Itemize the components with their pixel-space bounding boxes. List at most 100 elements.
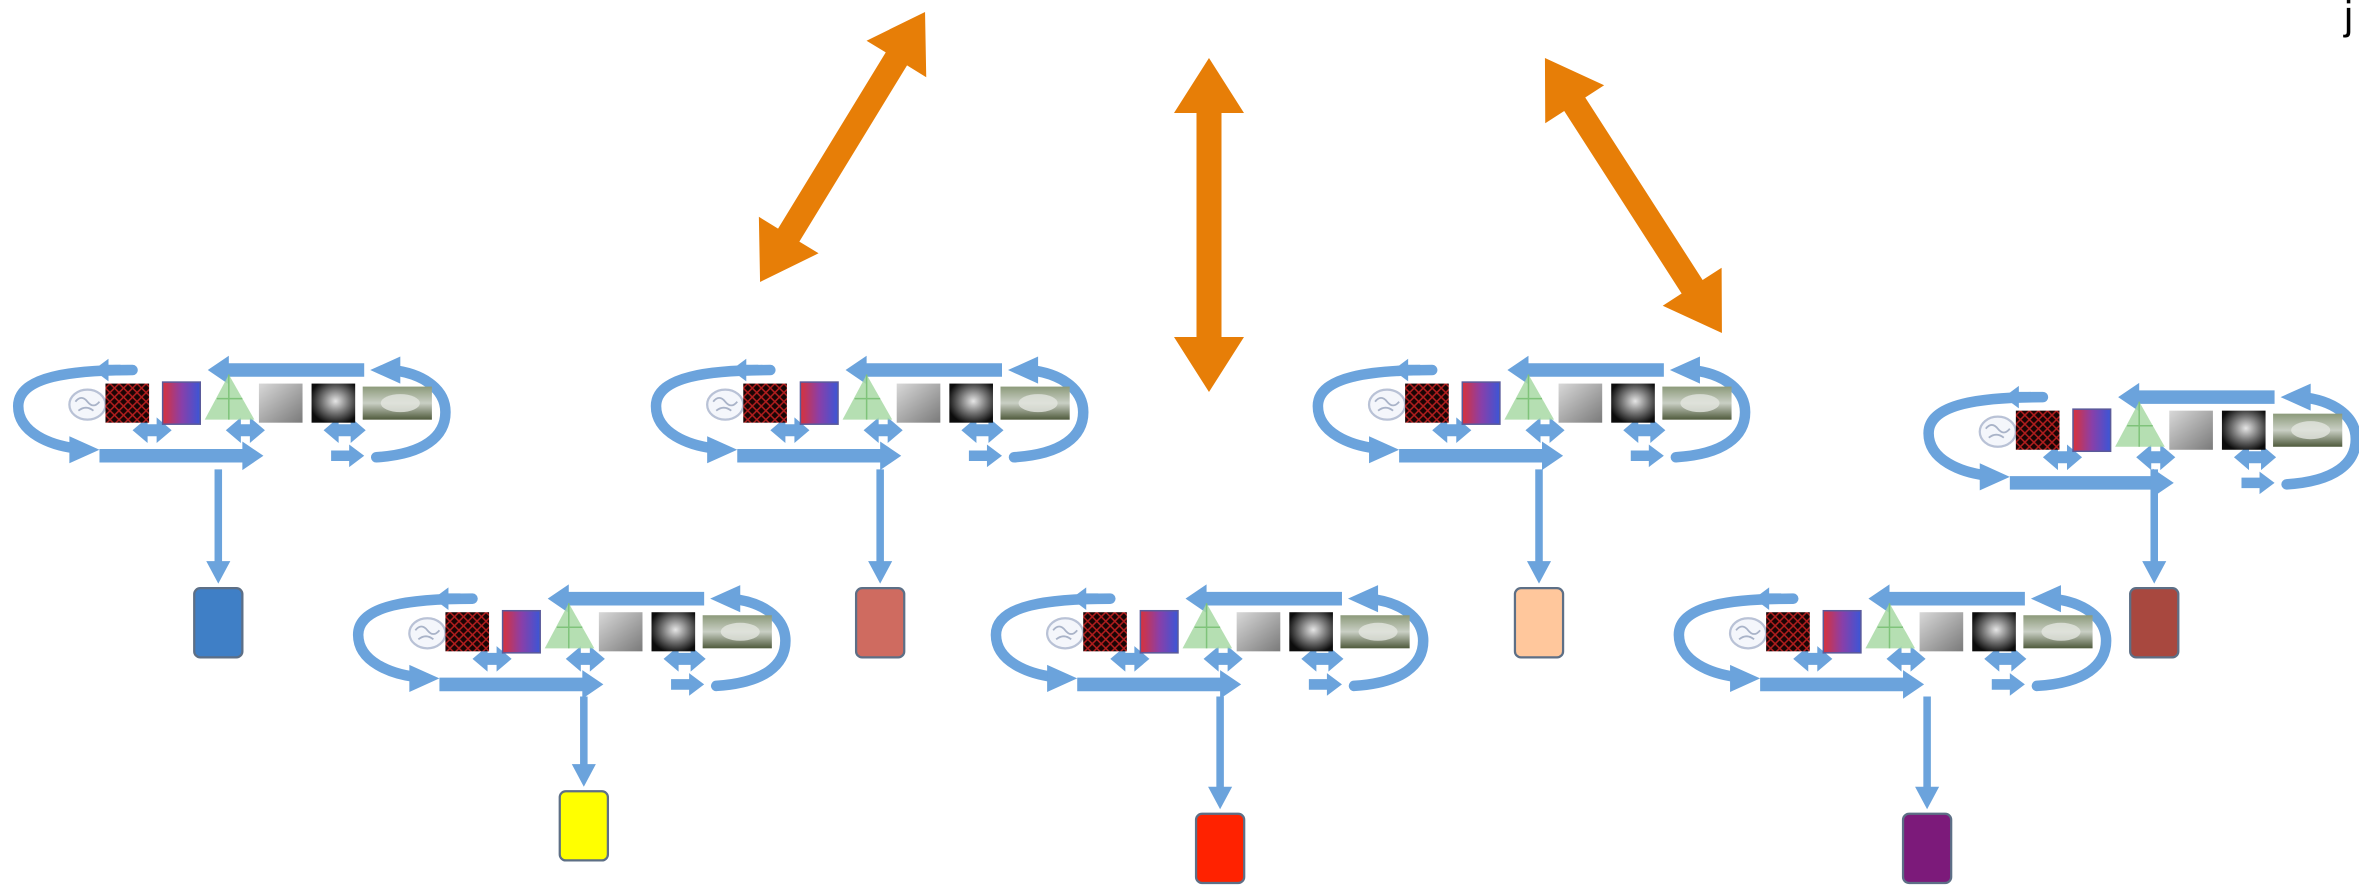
left-loop-arrowhead — [1979, 463, 2010, 491]
bottom-small-arrow — [968, 444, 1003, 468]
stage-link-arrow — [1793, 646, 1833, 672]
top-feedback-arrow — [207, 355, 365, 385]
output-box — [1901, 812, 1953, 885]
red-mesh-icon — [1766, 612, 1810, 652]
right-loop-curve — [2031, 593, 2112, 692]
bottom-small-arrow — [671, 673, 705, 696]
right-loop-curve — [1348, 593, 1429, 692]
top-feedback-arrow — [2118, 382, 2275, 412]
gray-scan-icon — [1919, 612, 1964, 652]
output-box — [1513, 587, 1565, 659]
right-loop-arrowhead — [2030, 585, 2061, 613]
left-loop-arrowhead — [707, 436, 738, 464]
red-mesh-icon — [1405, 383, 1449, 423]
bottom-small-arrow — [1991, 673, 2025, 696]
landscape-photo-icon — [1000, 386, 1070, 420]
top-feedback-arrow — [1868, 584, 2025, 613]
red-blue-volume-icon — [161, 381, 201, 425]
bottom-small-arrow — [2241, 471, 2275, 495]
stage-link-arrow — [1886, 646, 1926, 672]
stage-icons — [1367, 374, 1732, 425]
brain-sketch-icon — [68, 388, 107, 421]
landscape-photo-icon — [702, 615, 772, 649]
green-triangle-mesh-icon — [842, 374, 893, 420]
right-loop-curve — [1670, 364, 1751, 463]
landscape-photo-icon — [1340, 615, 1410, 649]
bottom-small-arrow — [1308, 673, 1342, 696]
right-loop-curve — [1008, 364, 1089, 463]
red-mesh-icon — [2015, 410, 2060, 450]
stage-link-arrow — [2233, 444, 2277, 471]
stage-link-arrow — [1301, 646, 1344, 672]
top-small-arrow — [2003, 385, 2031, 409]
bottom-forward-arrow — [737, 441, 902, 471]
output-1 — [193, 469, 244, 659]
left-loop-curve — [1312, 364, 1438, 454]
gray-scan-icon — [1236, 612, 1281, 652]
output-3 — [854, 469, 906, 659]
brain-sketch-icon — [1978, 415, 2017, 448]
right-loop-arrowhead — [2280, 383, 2311, 411]
red-mesh-icon — [445, 612, 490, 652]
exchange-arrow-3 — [1544, 58, 1722, 334]
top-feedback-arrow — [1185, 584, 1342, 613]
dark-scan-icon — [1972, 612, 2016, 652]
right-loop-curve — [710, 593, 791, 692]
red-blue-volume-icon — [501, 609, 541, 654]
brain-sketch-icon — [1045, 617, 1085, 650]
stage-link-arrow — [663, 646, 706, 672]
brain-sketch-icon — [1367, 388, 1407, 421]
right-loop-arrowhead — [1347, 585, 1379, 613]
top-small-arrow — [93, 358, 121, 382]
red-blue-volume-icon — [1461, 381, 1501, 425]
dark-scan-icon — [2221, 410, 2266, 450]
pipeline-3 — [650, 355, 1089, 471]
gray-scan-icon — [1558, 383, 1603, 423]
green-triangle-mesh-icon — [1182, 603, 1233, 649]
output-arrow — [1526, 469, 1552, 584]
left-loop-arrowhead — [409, 664, 440, 692]
output-arrow — [206, 469, 231, 584]
left-loop-curve — [990, 593, 1116, 683]
output-7 — [2129, 469, 2180, 659]
dark-scan-icon — [311, 383, 356, 423]
right-loop-arrowhead — [1008, 356, 1039, 384]
red-blue-volume-icon — [1139, 609, 1179, 654]
bottom-forward-arrow — [99, 441, 264, 471]
pipeline-4 — [990, 584, 1429, 699]
top-small-arrow — [1393, 358, 1421, 382]
green-triangle-mesh-icon — [544, 603, 595, 649]
stage-link-arrow — [1984, 646, 2027, 672]
gray-scan-icon — [258, 383, 303, 423]
brain-sketch-icon — [706, 388, 745, 421]
stage-link-arrow — [323, 417, 366, 443]
stage-link-arrow — [2136, 444, 2176, 471]
green-triangle-mesh-icon — [1504, 374, 1555, 420]
left-loop-arrowhead — [1369, 436, 1400, 464]
left-loop-arrowhead — [1730, 664, 1761, 692]
stage-link-arrow — [961, 417, 1004, 443]
stage-link-arrow — [225, 417, 265, 443]
left-loop-curve — [1923, 391, 2049, 481]
pipeline-6 — [1673, 584, 2112, 699]
left-loop-curve — [12, 364, 138, 454]
output-4 — [1194, 696, 1246, 885]
bottom-small-arrow — [1630, 444, 1664, 468]
brain-sketch-icon — [408, 617, 447, 650]
dark-scan-icon — [651, 612, 696, 652]
red-blue-volume-icon — [1822, 609, 1862, 654]
exchange-arrow-2 — [1174, 58, 1244, 393]
output-box — [2129, 587, 2180, 659]
pipeline-2 — [352, 584, 791, 699]
stage-icons — [706, 374, 1070, 425]
top-feedback-arrow — [547, 584, 705, 613]
stage-link-arrow — [1203, 646, 1243, 672]
gray-scan-icon — [2169, 410, 2213, 450]
exchange-arrows — [758, 12, 1722, 393]
left-loop-curve — [352, 593, 478, 683]
output-arrow — [1208, 696, 1233, 810]
bottom-forward-arrow — [1399, 441, 1564, 471]
pipeline-7 — [1923, 382, 2359, 498]
output-box — [1194, 812, 1246, 885]
